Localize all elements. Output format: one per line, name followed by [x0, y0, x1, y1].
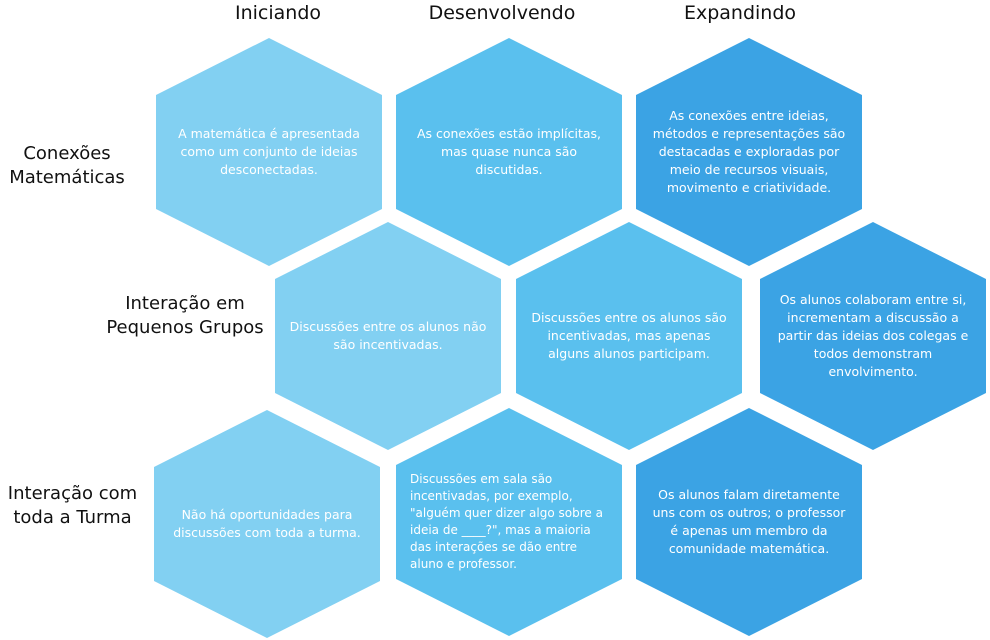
- hex-conexoes-desenvolvendo: As conexões estão implícitas, mas quase …: [396, 38, 622, 266]
- hex-conexoes-iniciando: A matemática é apresentada como um conju…: [156, 38, 382, 266]
- column-header-desenvolvendo: Desenvolvendo: [428, 2, 576, 24]
- hex-text: As conexões estão implícitas, mas quase …: [416, 126, 602, 177]
- hex-text: Os alunos colaboram entre si, incrementa…: [777, 292, 969, 379]
- column-header-iniciando: Iniciando: [234, 2, 322, 24]
- hex-toda-turma-expandindo: Os alunos falam diretamente uns com os o…: [636, 408, 862, 636]
- hex-pequenos-grupos-expandindo: Os alunos colaboram entre si, incrementa…: [760, 222, 986, 450]
- hex-text: Não há oportunidades para discussões com…: [173, 507, 361, 540]
- hex-pequenos-grupos-iniciando: Discussões entre os alunos não são incen…: [275, 222, 501, 450]
- column-header-expandindo: Expandindo: [683, 2, 797, 24]
- hex-text: A matemática é apresentada como um conju…: [178, 126, 360, 177]
- hex-text: Discussões entre os alunos não são incen…: [289, 319, 487, 352]
- row-label-conexoes: Conexões Matemáticas: [9, 143, 125, 188]
- hex-pequenos-grupos-desenvolvendo: Discussões entre os alunos são incentiva…: [516, 222, 742, 450]
- row-label-pequenos-grupos: Interação em Pequenos Grupos: [106, 293, 264, 338]
- hex-toda-turma-desenvolvendo: Discussões em sala são incentivadas, por…: [396, 408, 622, 636]
- hex-conexoes-expandindo: As conexões entre ideias, métodos e repr…: [636, 38, 862, 266]
- row-label-toda-turma: Interação com toda a Turma: [7, 483, 138, 528]
- hex-toda-turma-iniciando: Não há oportunidades para discussões com…: [154, 410, 380, 638]
- hex-text: Discussões em sala são incentivadas, por…: [410, 472, 603, 571]
- hex-text: Os alunos falam diretamente uns com os o…: [652, 487, 846, 556]
- hex-text: Discussões entre os alunos são incentiva…: [531, 310, 727, 361]
- hex-text: As conexões entre ideias, métodos e repr…: [652, 108, 846, 195]
